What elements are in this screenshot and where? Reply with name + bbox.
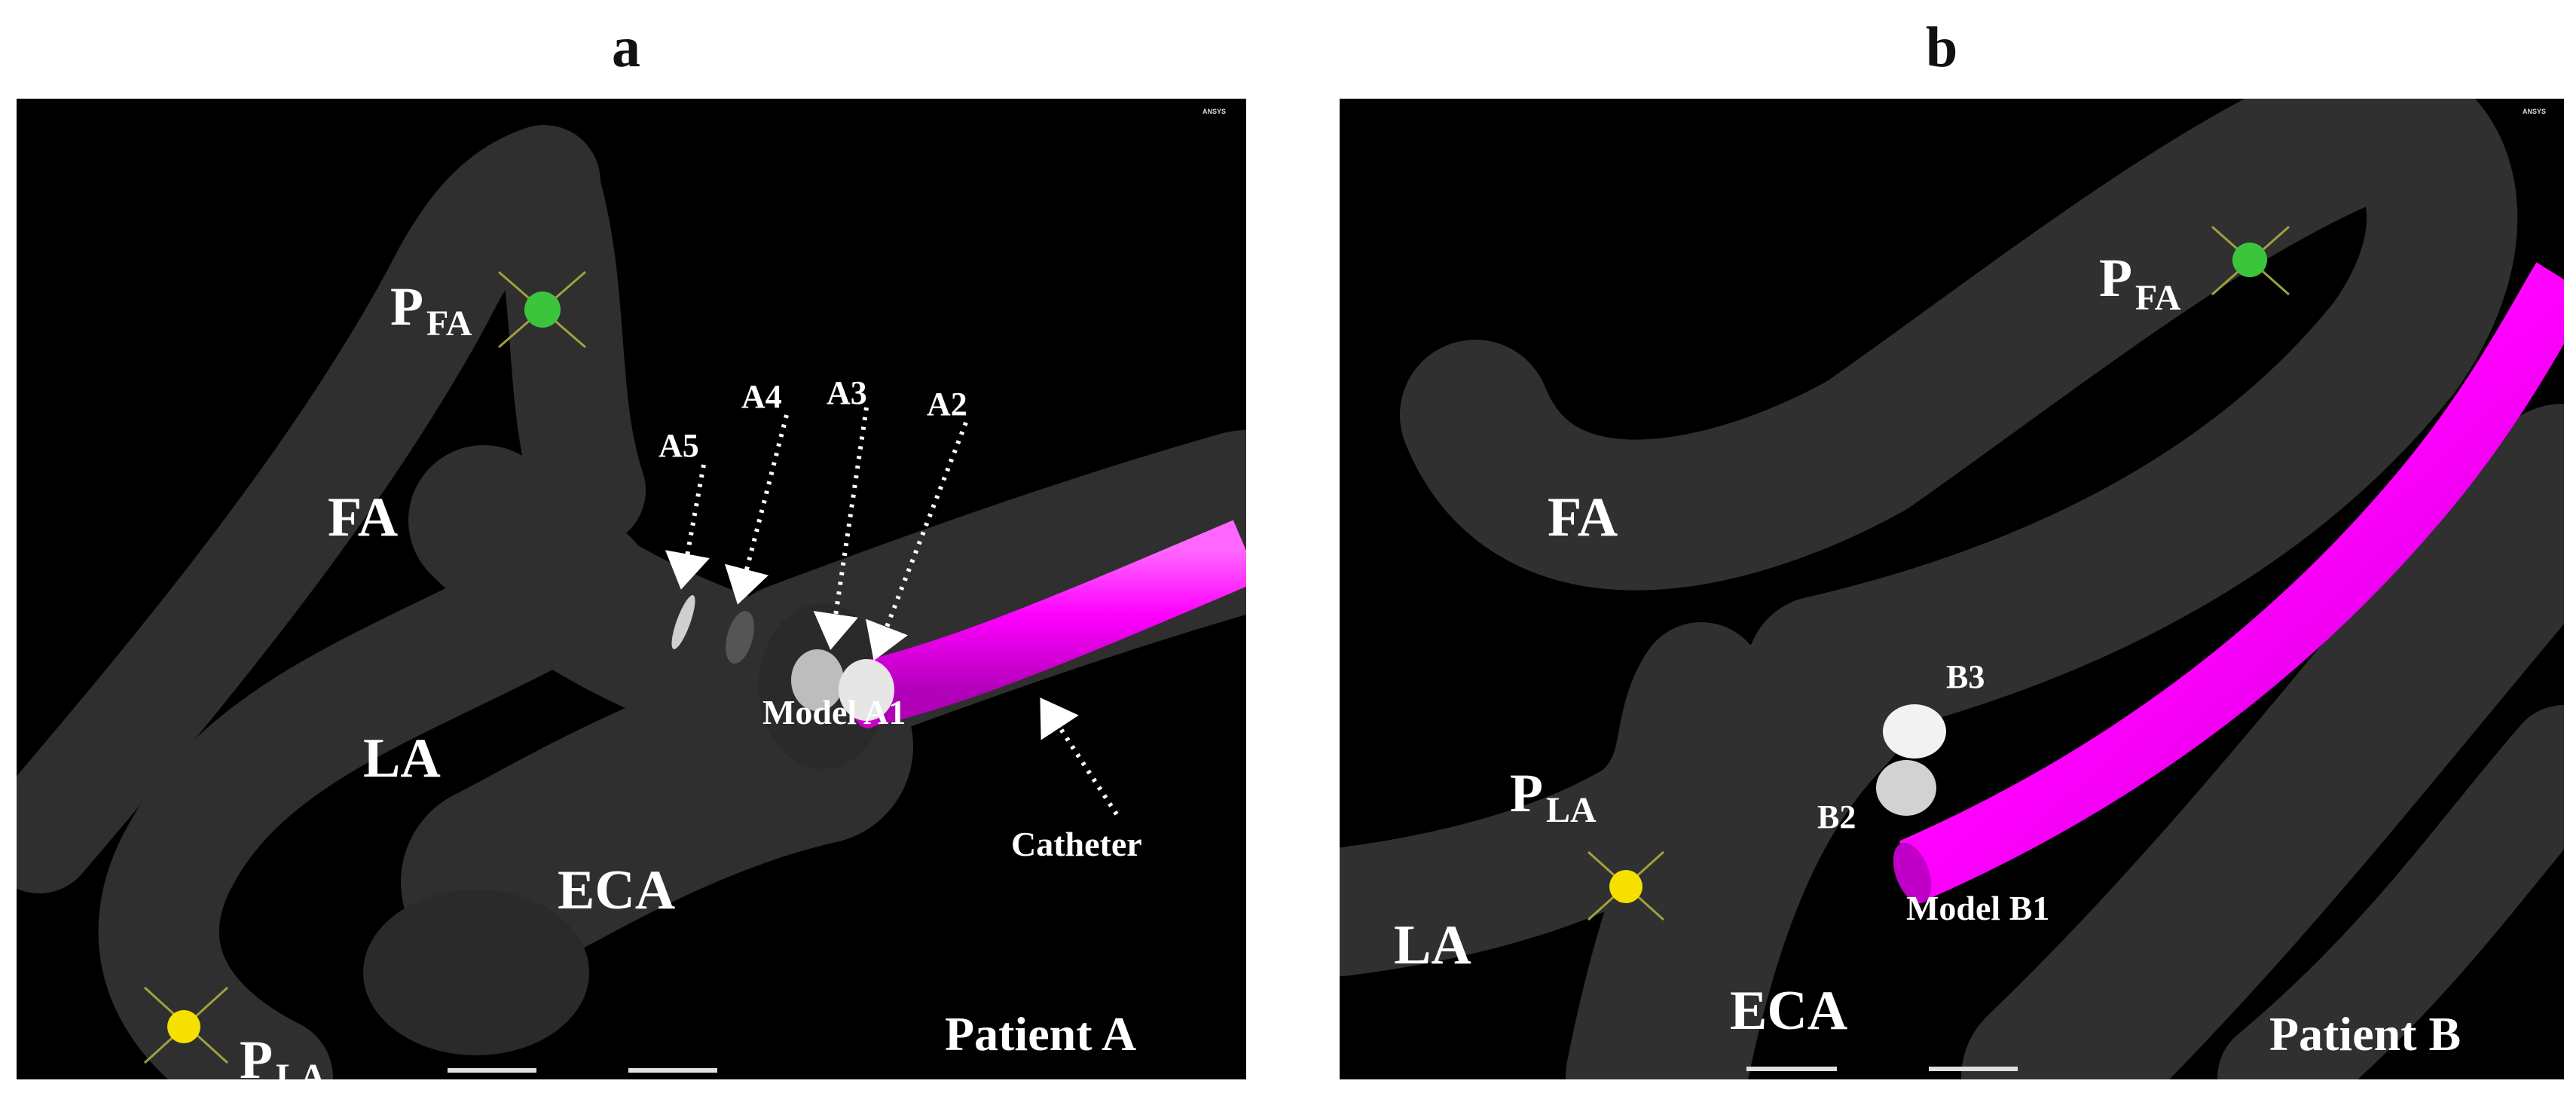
arrow-a3 xyxy=(813,407,869,650)
label-la-b: LA xyxy=(1394,914,1471,976)
label-catheter: Catheter xyxy=(1011,825,1142,863)
catheter-tip-b xyxy=(1893,842,1932,904)
label-p-la-a: PLA xyxy=(240,1030,326,1079)
point-la-a xyxy=(143,986,229,1064)
panel-b-render: PFA FA PLA LA ECA B3 B2 Model B1 Patient… xyxy=(1340,99,2564,1079)
panel-b: PFA FA PLA LA ECA B3 B2 Model B1 Patient… xyxy=(1340,99,2564,1079)
arrow-catheter xyxy=(1040,697,1119,816)
label-p-fa-b: PFA xyxy=(2099,248,2181,318)
section-b2 xyxy=(1876,760,1936,816)
section-a5 xyxy=(671,595,695,649)
label-eca-b: ECA xyxy=(1730,980,1847,1042)
arrow-a2 xyxy=(866,421,968,661)
label-patient-b: Patient B xyxy=(2269,1007,2461,1061)
catheter-a xyxy=(860,520,1246,726)
label-a3: A3 xyxy=(827,374,867,411)
point-fa-b xyxy=(2211,225,2290,296)
label-p-fa-a: PFA xyxy=(390,276,472,343)
label-fa-b: FA xyxy=(1548,487,1618,548)
label-b2: B2 xyxy=(1817,798,1856,835)
panel-b-letter: b xyxy=(1926,16,1958,79)
label-eca-a: ECA xyxy=(558,859,675,921)
section-a2 xyxy=(839,659,894,721)
label-model-a1: Model A1 xyxy=(762,693,906,731)
section-a3 xyxy=(791,649,844,711)
point-la-b xyxy=(1587,850,1665,921)
point-fa-a xyxy=(498,270,586,349)
section-a4 xyxy=(726,610,754,664)
label-a4: A4 xyxy=(741,378,782,415)
label-a2: A2 xyxy=(927,386,967,423)
ansys-logo-b: ANSYS xyxy=(2523,108,2546,115)
vessel-tree-b xyxy=(1340,99,2564,1079)
panel-a-render: PFA FA LA ECA PLA A5 A4 A3 A2 Model A1 C… xyxy=(17,108,1246,1079)
label-la-a: LA xyxy=(363,728,441,789)
arrow-a4 xyxy=(724,414,789,605)
label-patient-a: Patient A xyxy=(945,1007,1136,1061)
label-a5: A5 xyxy=(659,427,699,464)
ansys-logo-a: ANSYS xyxy=(1202,108,1226,115)
arrow-a5 xyxy=(665,464,710,590)
label-model-b1: Model B1 xyxy=(1906,889,2049,927)
panel-a: PFA FA LA ECA PLA A5 A4 A3 A2 Model A1 C… xyxy=(17,99,1246,1079)
panel-a-letter: a xyxy=(612,16,640,79)
label-p-la-b: PLA xyxy=(1510,763,1597,830)
arrows-a xyxy=(665,407,1119,816)
section-b3 xyxy=(1883,704,1946,759)
label-b3: B3 xyxy=(1946,658,1985,695)
catheter-b xyxy=(1899,262,2564,901)
label-fa-a: FA xyxy=(328,487,398,548)
